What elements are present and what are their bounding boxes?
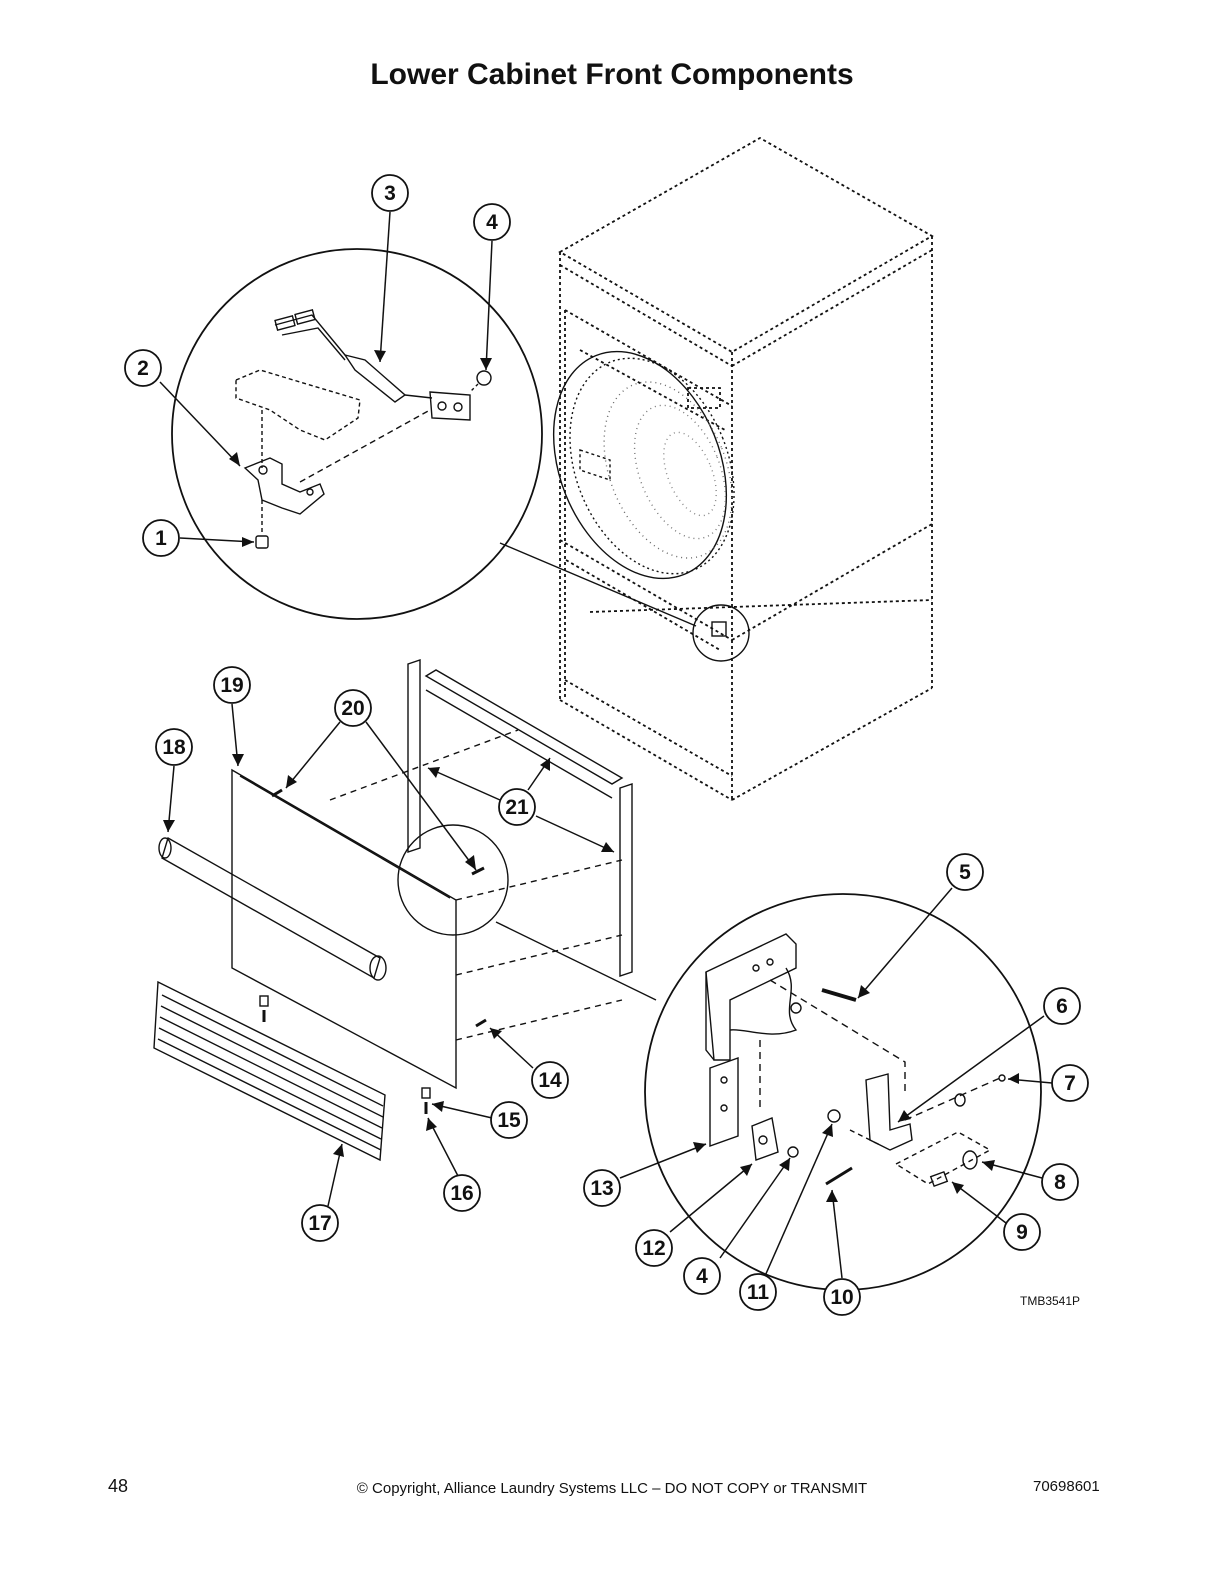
callout-label: 4 (696, 1265, 708, 1288)
callout-label: 4 (486, 211, 498, 234)
callout-label: 5 (959, 861, 971, 884)
callout-label: 17 (308, 1212, 331, 1235)
page-title: Lower Cabinet Front Components (370, 58, 854, 91)
callout-label: 21 (505, 796, 529, 819)
figure-code: TMB3541P (1020, 1294, 1081, 1308)
copyright-notice: © Copyright, Alliance Laundry Systems LL… (356, 1480, 868, 1497)
magnified-view-sensor (171, 248, 543, 620)
callout-label: 2 (137, 357, 149, 380)
callout-label: 8 (1054, 1171, 1066, 1194)
callout-label: 10 (830, 1286, 853, 1309)
callout-label: 16 (450, 1182, 473, 1205)
callout-label: 1 (155, 527, 167, 550)
callout-label: 3 (384, 182, 396, 205)
magnified-view-bracket (644, 893, 1042, 1291)
callout-label: 11 (747, 1281, 770, 1304)
dryer-drum (552, 350, 735, 580)
callout-label: 9 (1016, 1221, 1028, 1244)
callout-label: 13 (590, 1177, 613, 1200)
callout-label: 7 (1064, 1072, 1076, 1095)
callout-label: 14 (538, 1069, 562, 1092)
callout-label: 15 (497, 1109, 521, 1132)
dryer-cabinet (558, 136, 934, 801)
callout-label: 19 (220, 674, 243, 697)
callout-circles (124, 174, 1089, 1316)
callout-label: 6 (1056, 995, 1068, 1018)
callout-label: 18 (162, 736, 186, 759)
callout-label: 20 (341, 697, 364, 720)
leader-arrowheads (163, 350, 1019, 1202)
front-panel-assembly (153, 659, 657, 1162)
document-number: 70698601 (1033, 1478, 1100, 1495)
page-number: 48 (108, 1476, 129, 1496)
callout-label: 12 (642, 1237, 665, 1260)
leader-lines (159, 211, 1053, 1279)
